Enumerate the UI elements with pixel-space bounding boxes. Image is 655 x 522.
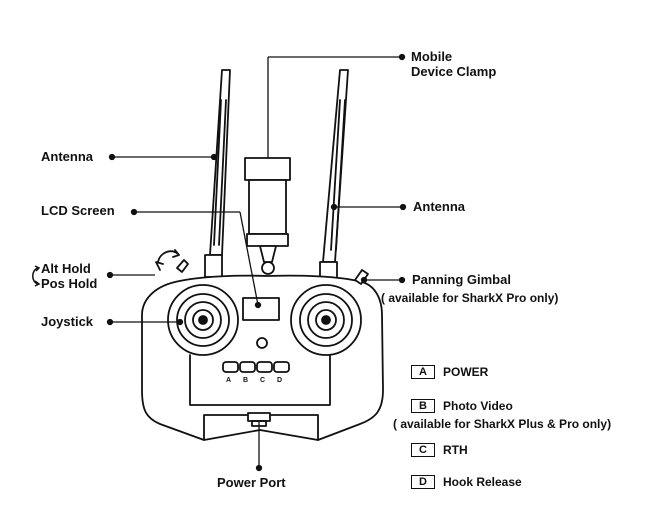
label-lcd-screen: LCD Screen — [41, 203, 115, 218]
legend-key-c: C — [411, 443, 435, 457]
legend-row-c: C RTH — [411, 443, 468, 457]
label-mobile-clamp-1: Mobile — [411, 49, 453, 64]
legend-note-b: ( available for SharkX Plus & Pro only) — [393, 417, 612, 431]
right-joystick — [290, 284, 362, 356]
legend-key-a: A — [411, 365, 435, 379]
label-panning-gimbal: Panning Gimbal — [412, 272, 511, 287]
label-antenna-left: Antenna — [41, 149, 93, 164]
label-alt-hold: Alt Hold — [41, 261, 91, 276]
legend-key-b: B — [411, 399, 435, 413]
label-pos-hold: Pos Hold — [41, 276, 98, 291]
button-letter-a: A — [226, 377, 232, 384]
legend-row-b: B Photo Video — [411, 399, 513, 413]
label-panning-gimbal-note: ( available for SharkX Pro only) — [381, 291, 559, 305]
legend-text-d: Hook Release — [443, 475, 522, 489]
label-mobile-clamp-2: Device Clamp — [411, 64, 497, 79]
legend-row-d: D Hook Release — [411, 475, 522, 489]
legend-text-a: POWER — [443, 365, 489, 379]
button-letter-d: D — [277, 377, 283, 384]
mobile-clamp — [244, 157, 291, 275]
label-antenna-right: Antenna — [413, 199, 465, 214]
left-joystick — [167, 284, 239, 356]
label-joystick: Joystick — [41, 314, 94, 329]
legend-text-b: Photo Video — [443, 399, 513, 413]
legend-text-c: RTH — [443, 443, 468, 457]
left-antenna — [204, 69, 231, 278]
lcd-screen — [242, 297, 280, 321]
button-letter-b: B — [243, 377, 249, 384]
button-letter-c: C — [260, 377, 266, 384]
label-power-port: Power Port — [217, 475, 286, 490]
legend-key-d: D — [411, 475, 435, 489]
right-antenna — [319, 69, 349, 283]
legend-row-a: A POWER — [411, 365, 488, 379]
